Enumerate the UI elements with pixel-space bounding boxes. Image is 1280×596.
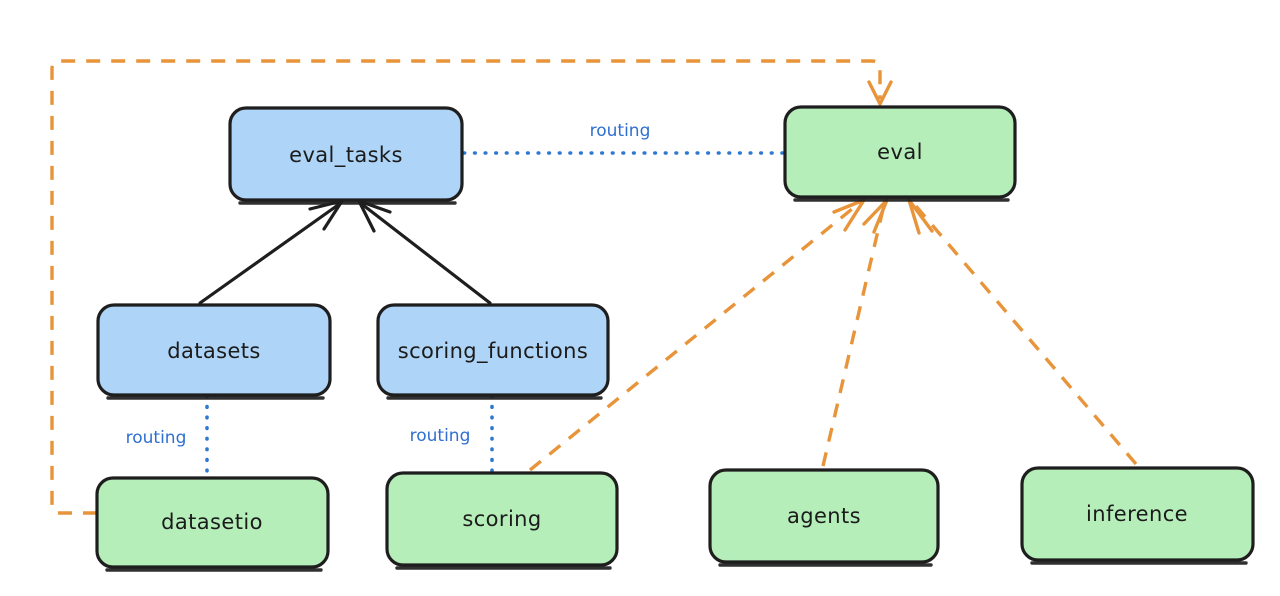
node-eval-tasks-label: eval_tasks <box>289 143 403 168</box>
node-datasetio-box <box>95 476 330 569</box>
node-eval-tasks-box <box>228 106 464 202</box>
routing-edge-group <box>205 151 786 479</box>
edge-datasetio-to-eval[interactable] <box>50 59 893 515</box>
node-inference[interactable]: inference <box>1020 466 1255 565</box>
node-inference-box <box>1020 466 1255 562</box>
node-datasetio[interactable]: datasetio <box>95 476 330 572</box>
node-agents[interactable]: agents <box>708 468 940 567</box>
node-eval-box <box>783 105 1017 199</box>
node-eval-tasks[interactable]: eval_tasks <box>228 106 464 205</box>
edge-agents-to-eval[interactable] <box>821 198 889 467</box>
node-inference-label: inference <box>1086 502 1188 526</box>
edge-label-routing-scoring-functions: routing <box>410 426 471 446</box>
node-scoring[interactable]: scoring <box>385 471 619 570</box>
node-agents-label: agents <box>787 504 861 528</box>
node-scoring-functions-label: scoring_functions <box>398 339 588 364</box>
edge-label-group: routing routing routing <box>126 121 651 448</box>
node-datasets-label: datasets <box>167 339 261 363</box>
edge-inference-to-eval[interactable] <box>907 198 1138 466</box>
node-scoring-functions[interactable]: scoring_functions <box>376 303 610 400</box>
edge-label-routing-datasets: routing <box>126 428 187 448</box>
node-datasets-box <box>96 303 332 397</box>
composition-edge-group <box>198 199 492 305</box>
node-eval[interactable]: eval <box>783 105 1017 202</box>
node-scoring-label: scoring <box>462 507 541 531</box>
node-scoring-box <box>385 471 619 567</box>
node-scoring-functions-box <box>376 303 610 397</box>
edge-datasets-to-eval-tasks[interactable] <box>198 199 344 305</box>
node-eval-label: eval <box>877 140 923 164</box>
node-agents-box <box>708 468 940 564</box>
edge-scoring-functions-to-eval-tasks[interactable] <box>357 199 492 305</box>
edge-label-routing-top: routing <box>590 121 651 141</box>
node-datasets[interactable]: datasets <box>96 303 332 400</box>
node-datasetio-label: datasetio <box>161 510 263 534</box>
